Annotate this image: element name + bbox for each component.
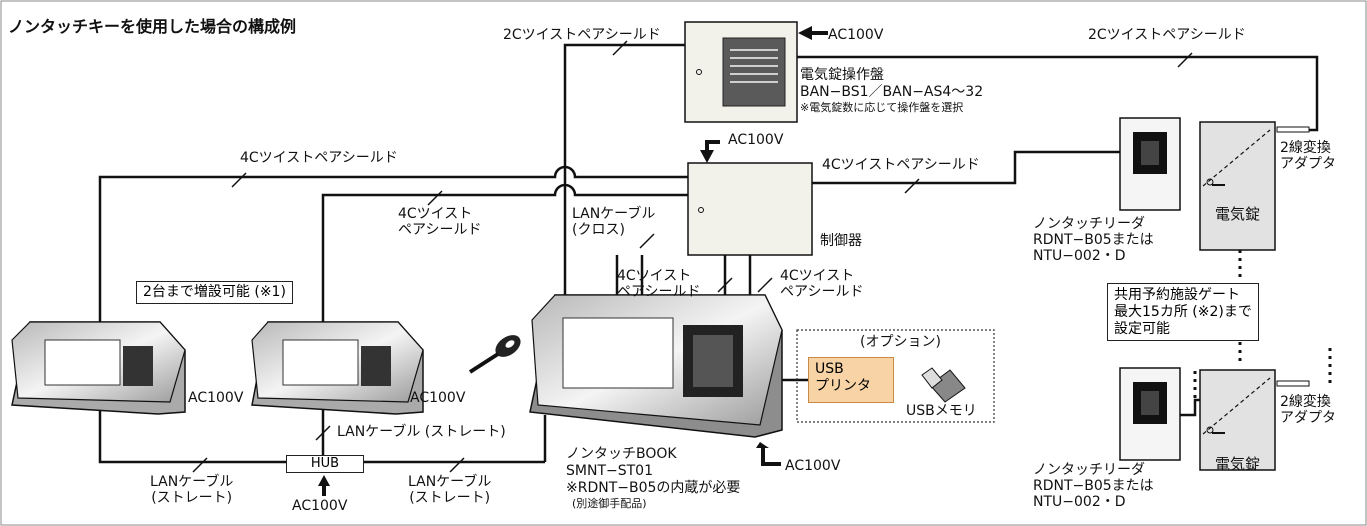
expand-note: 2台まで増設可能 (※1) <box>136 281 293 304</box>
adapter-top-label: 2線変換 アダプタ <box>1280 140 1336 173</box>
label-terminal-left-power: AC100V <box>188 390 244 406</box>
option-heading: (オプション) <box>860 334 941 350</box>
usb-printer: USB プリンタ <box>808 357 894 403</box>
label-book-power: AC100V <box>785 458 841 474</box>
cable-4c-top <box>98 165 688 330</box>
cable-2c-right <box>795 55 1319 132</box>
label-lan-straight-left: LANケーブル (ストレート) <box>150 474 234 507</box>
adapter-bottom-label: 2線変換 アダプタ <box>1280 394 1336 427</box>
label-4c-top-left: 4Cツイストペアシールド <box>240 150 398 166</box>
label-2c-right: 2Cツイストペアシールド <box>1088 27 1246 43</box>
reader-bottom-label: ノンタッチリーダ RDNT−B05または NTU−002・D <box>1033 462 1154 511</box>
terminal-left <box>11 321 186 415</box>
book-model: SMNT−ST01 <box>566 463 653 479</box>
cable-4c-right <box>812 150 1120 185</box>
usb-memory-label: USBメモリ <box>906 403 977 419</box>
cable-2c-left <box>563 43 685 300</box>
lock-top <box>1199 121 1310 251</box>
controller-label: 制御器 <box>820 233 862 249</box>
book-name: ノンタッチBOOK <box>566 446 677 462</box>
reader-bottom <box>1119 367 1181 461</box>
label-terminal-mid-power: AC100V <box>410 390 466 406</box>
page-title: ノンタッチキーを使用した場合の構成例 <box>8 17 297 36</box>
label-hub-power: AC100V <box>292 498 348 514</box>
cable-lan-left <box>98 405 286 464</box>
label-lan-cross: LANケーブル (クロス) <box>572 206 656 239</box>
option-box <box>796 329 995 423</box>
book-note2: (別途御手配品) <box>572 497 647 510</box>
arrow-controller-power <box>700 140 720 163</box>
reader-top-label: ノンタッチリーダ RDNT−B05または NTU−002・D <box>1033 216 1154 265</box>
arrow-book-power <box>756 442 781 466</box>
lock-bottom-label: 電気錠 <box>1215 455 1261 473</box>
usb-memory-icon <box>921 367 966 403</box>
panel-model: BAN−BS1／BAN−AS4〜32 <box>800 84 984 100</box>
cable-slashes <box>192 40 1193 473</box>
label-lan-straight-right: LANケーブル (ストレート) <box>408 474 492 507</box>
gate-note: 共用予約施設ゲート 最大15カ所 (※2)まで 設定可能 <box>1107 283 1259 342</box>
label-2c-left: 2Cツイストペアシールド <box>503 27 661 43</box>
lock-top-label: 電気錠 <box>1215 205 1261 223</box>
label-4c-mid: 4Cツイスト ペアシールド <box>398 206 482 239</box>
controller-box <box>687 162 813 256</box>
arrow-hub-power <box>318 475 330 496</box>
lock-bottom <box>1199 369 1310 471</box>
book-device <box>529 294 783 438</box>
arrow-panel-power <box>798 26 828 40</box>
hub-box: HUB <box>286 455 364 473</box>
book-note: ※RDNT−B05の内蔵が必要 <box>566 480 741 496</box>
label-lan-straight-upper: LANケーブル (ストレート) <box>337 424 506 440</box>
label-panel-power: AC100V <box>828 27 884 43</box>
operation-panel <box>684 21 798 123</box>
cable-4c-mid <box>321 183 688 322</box>
label-controller-power: AC100V <box>728 132 784 148</box>
panel-name: 電気錠操作盤 <box>800 67 884 83</box>
dotted-links <box>1193 250 1332 398</box>
panel-note: ※電気錠数に応じて操作盤を選択 <box>800 101 964 114</box>
label-4c-book-left: 4Cツイスト ペアシールド <box>617 268 701 301</box>
terminal-mid <box>251 321 424 415</box>
reader-top <box>1119 117 1181 211</box>
label-4c-right: 4Cツイストペアシールド <box>822 157 980 173</box>
label-4c-book-right: 4Cツイスト ペアシールド <box>780 268 864 301</box>
key-fob-icon <box>468 335 521 374</box>
cable-lines <box>98 43 1319 464</box>
